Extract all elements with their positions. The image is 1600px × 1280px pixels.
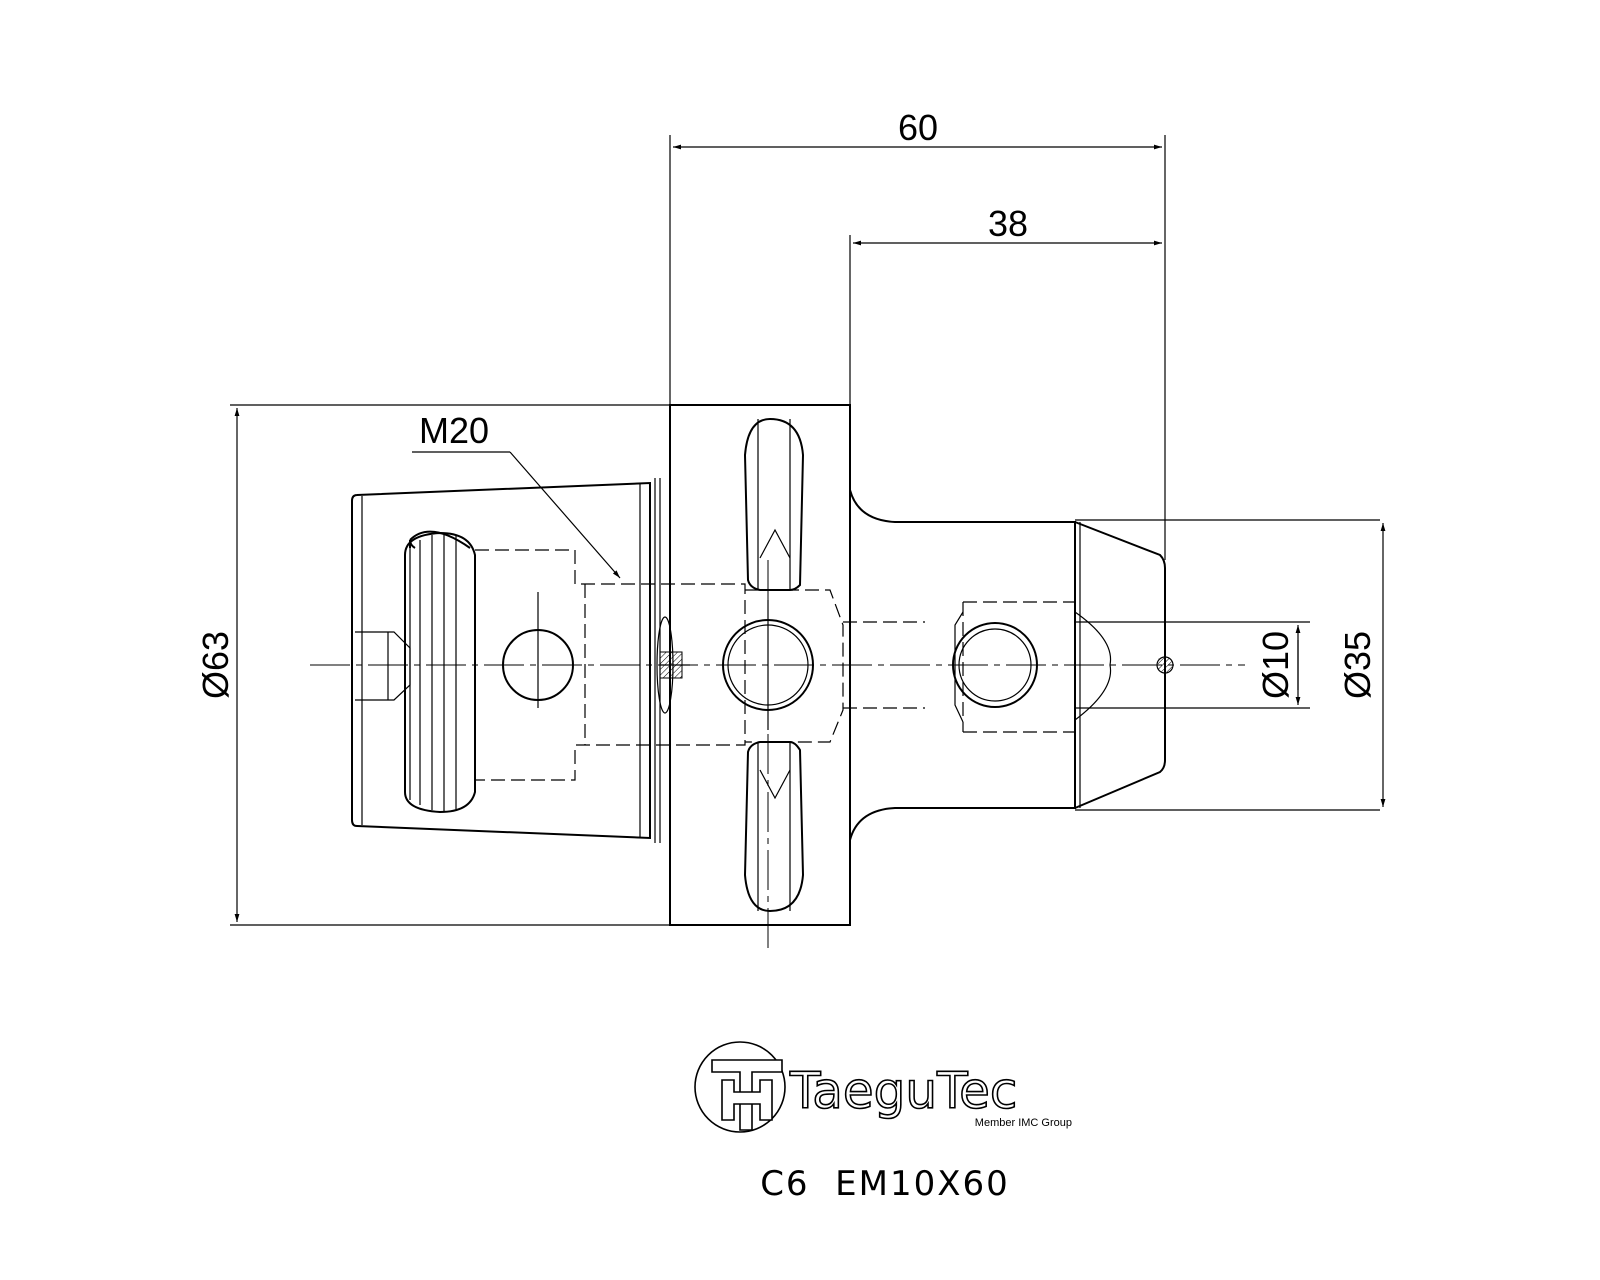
dimension-lines <box>234 135 1386 922</box>
nut-outline <box>351 481 651 840</box>
logo-brand: TaeguTec <box>789 1062 1017 1120</box>
dim-overall-length: 60 <box>898 107 938 148</box>
logo-emblem-icon <box>694 1041 786 1133</box>
dim-shank-length: 38 <box>988 203 1028 244</box>
logo-tagline: Member IMC Group <box>975 1117 1072 1129</box>
dimension-texts: 60 38 Ø63 M20 Ø10 Ø35 <box>195 107 1378 699</box>
holder-body <box>230 404 1380 926</box>
dim-bore-diameter: Ø10 <box>1255 631 1296 699</box>
centre-lines <box>310 560 1245 950</box>
part-number: C6 EM10X60 <box>760 1164 1010 1204</box>
taegutec-logo: TaeguTec Member IMC Group <box>694 1041 1072 1133</box>
dim-thread: M20 <box>419 410 489 451</box>
dim-shank-diameter: Ø35 <box>1337 631 1378 699</box>
dim-flange-diameter: Ø63 <box>195 631 236 699</box>
